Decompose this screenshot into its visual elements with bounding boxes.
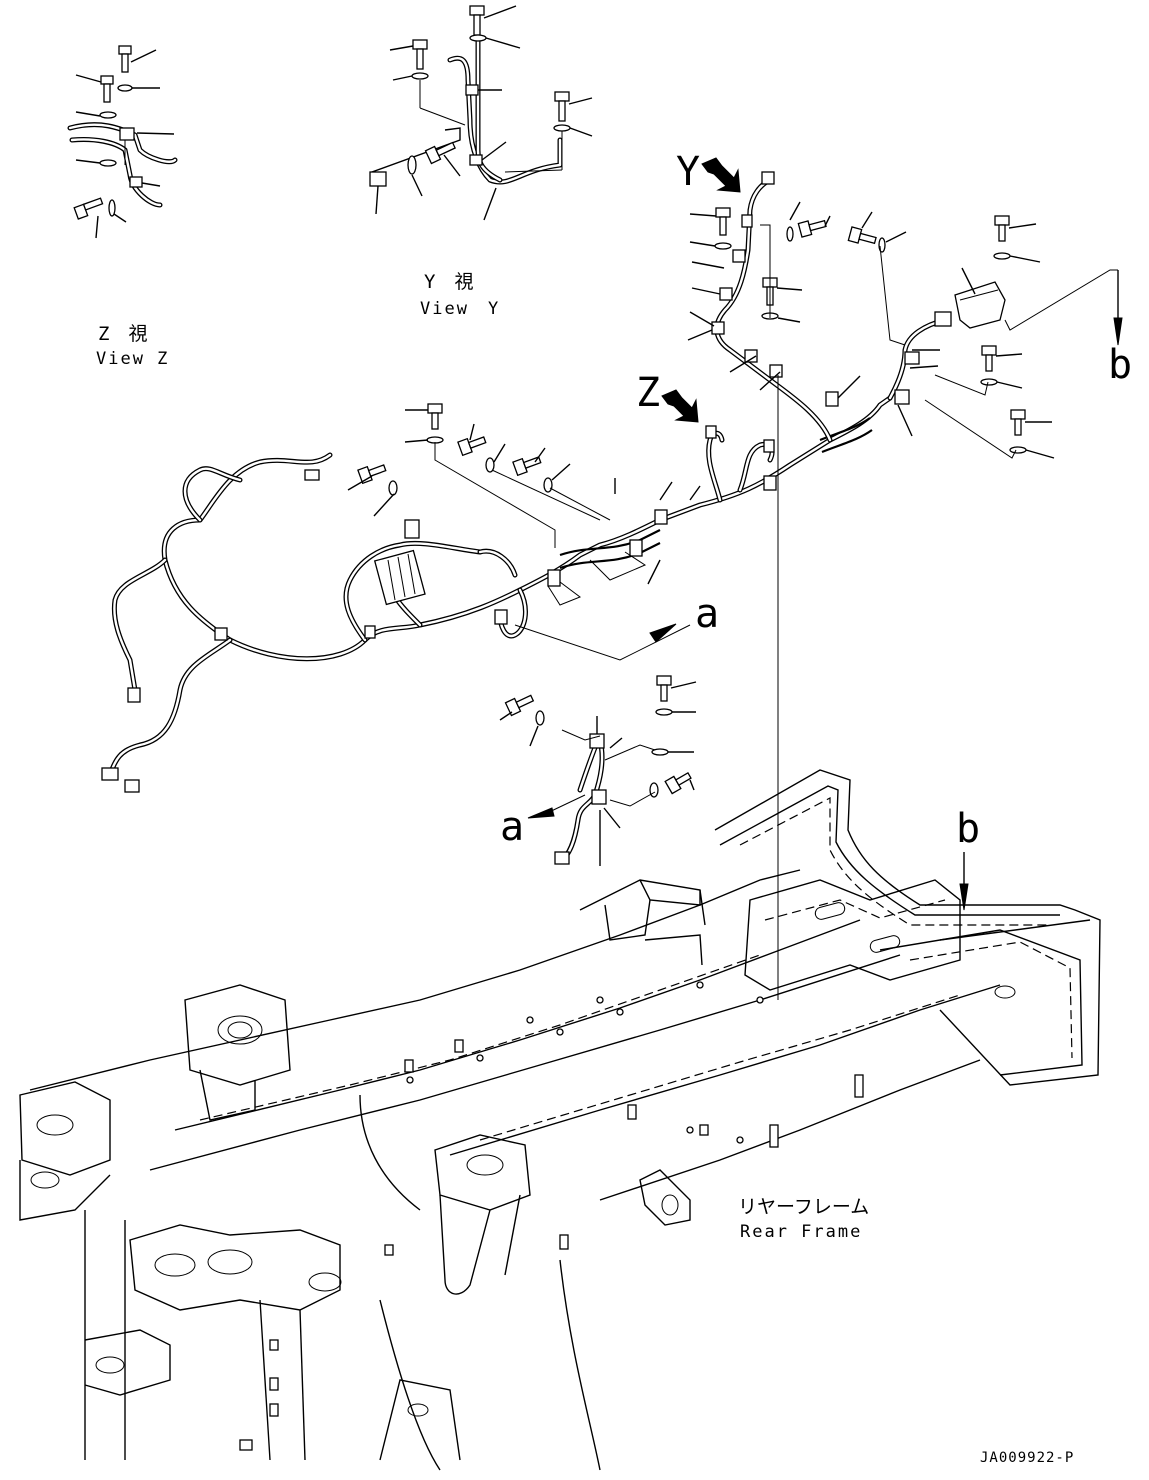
- bolt: [981, 345, 997, 372]
- bolt: [504, 694, 535, 717]
- b-reference-arrow-frame: [959, 852, 969, 911]
- a-label-upper: a: [695, 591, 719, 637]
- a-reference-arrow-upper: [514, 623, 691, 661]
- main-wiring-harness: [101, 171, 1006, 793]
- bolt: [994, 215, 1010, 242]
- bolt: [424, 141, 456, 165]
- bolt: [357, 464, 387, 485]
- bolt: [412, 39, 428, 70]
- bolt: [847, 226, 877, 245]
- view-y-label-jp: Y 視: [424, 271, 473, 293]
- b-label-frame: b: [956, 806, 980, 852]
- bolt: [664, 772, 692, 795]
- view-z-arrow-letter: Z: [636, 370, 660, 416]
- rear-frame-label-en: Rear Frame: [740, 1222, 862, 1242]
- drawing-number: JA009922-P: [980, 1450, 1074, 1466]
- view-z-label-jp: Z 視: [98, 323, 147, 345]
- bolt: [100, 75, 114, 103]
- bolt: [427, 403, 443, 430]
- view-y-arrow-letter: Y: [676, 149, 700, 195]
- bolt: [715, 207, 731, 236]
- bolt: [73, 197, 104, 220]
- bolt: [469, 5, 485, 36]
- bolt: [656, 675, 672, 702]
- a-label-lower: a: [500, 804, 524, 850]
- view-y-arrow: [701, 157, 741, 193]
- rear-frame-label-jp: リヤーフレーム: [738, 1196, 869, 1218]
- view-y-detail: [369, 5, 593, 221]
- b-label-right: b: [1108, 342, 1132, 388]
- view-z-arrow: [661, 389, 699, 423]
- bolt: [797, 219, 827, 238]
- sub-assembly-a: [499, 675, 697, 866]
- view-z-label-en: View Z: [96, 349, 169, 369]
- bolt: [1010, 409, 1026, 436]
- bolt: [118, 45, 132, 73]
- bolt: [554, 91, 570, 122]
- view-z-detail: [67, 45, 178, 239]
- b-reference-arrow-right: [1113, 270, 1123, 346]
- rear-frame: [19, 769, 1101, 1471]
- bolt: [457, 436, 487, 457]
- main-fasteners: [347, 201, 1118, 606]
- view-y-label-en: View Y: [420, 299, 500, 319]
